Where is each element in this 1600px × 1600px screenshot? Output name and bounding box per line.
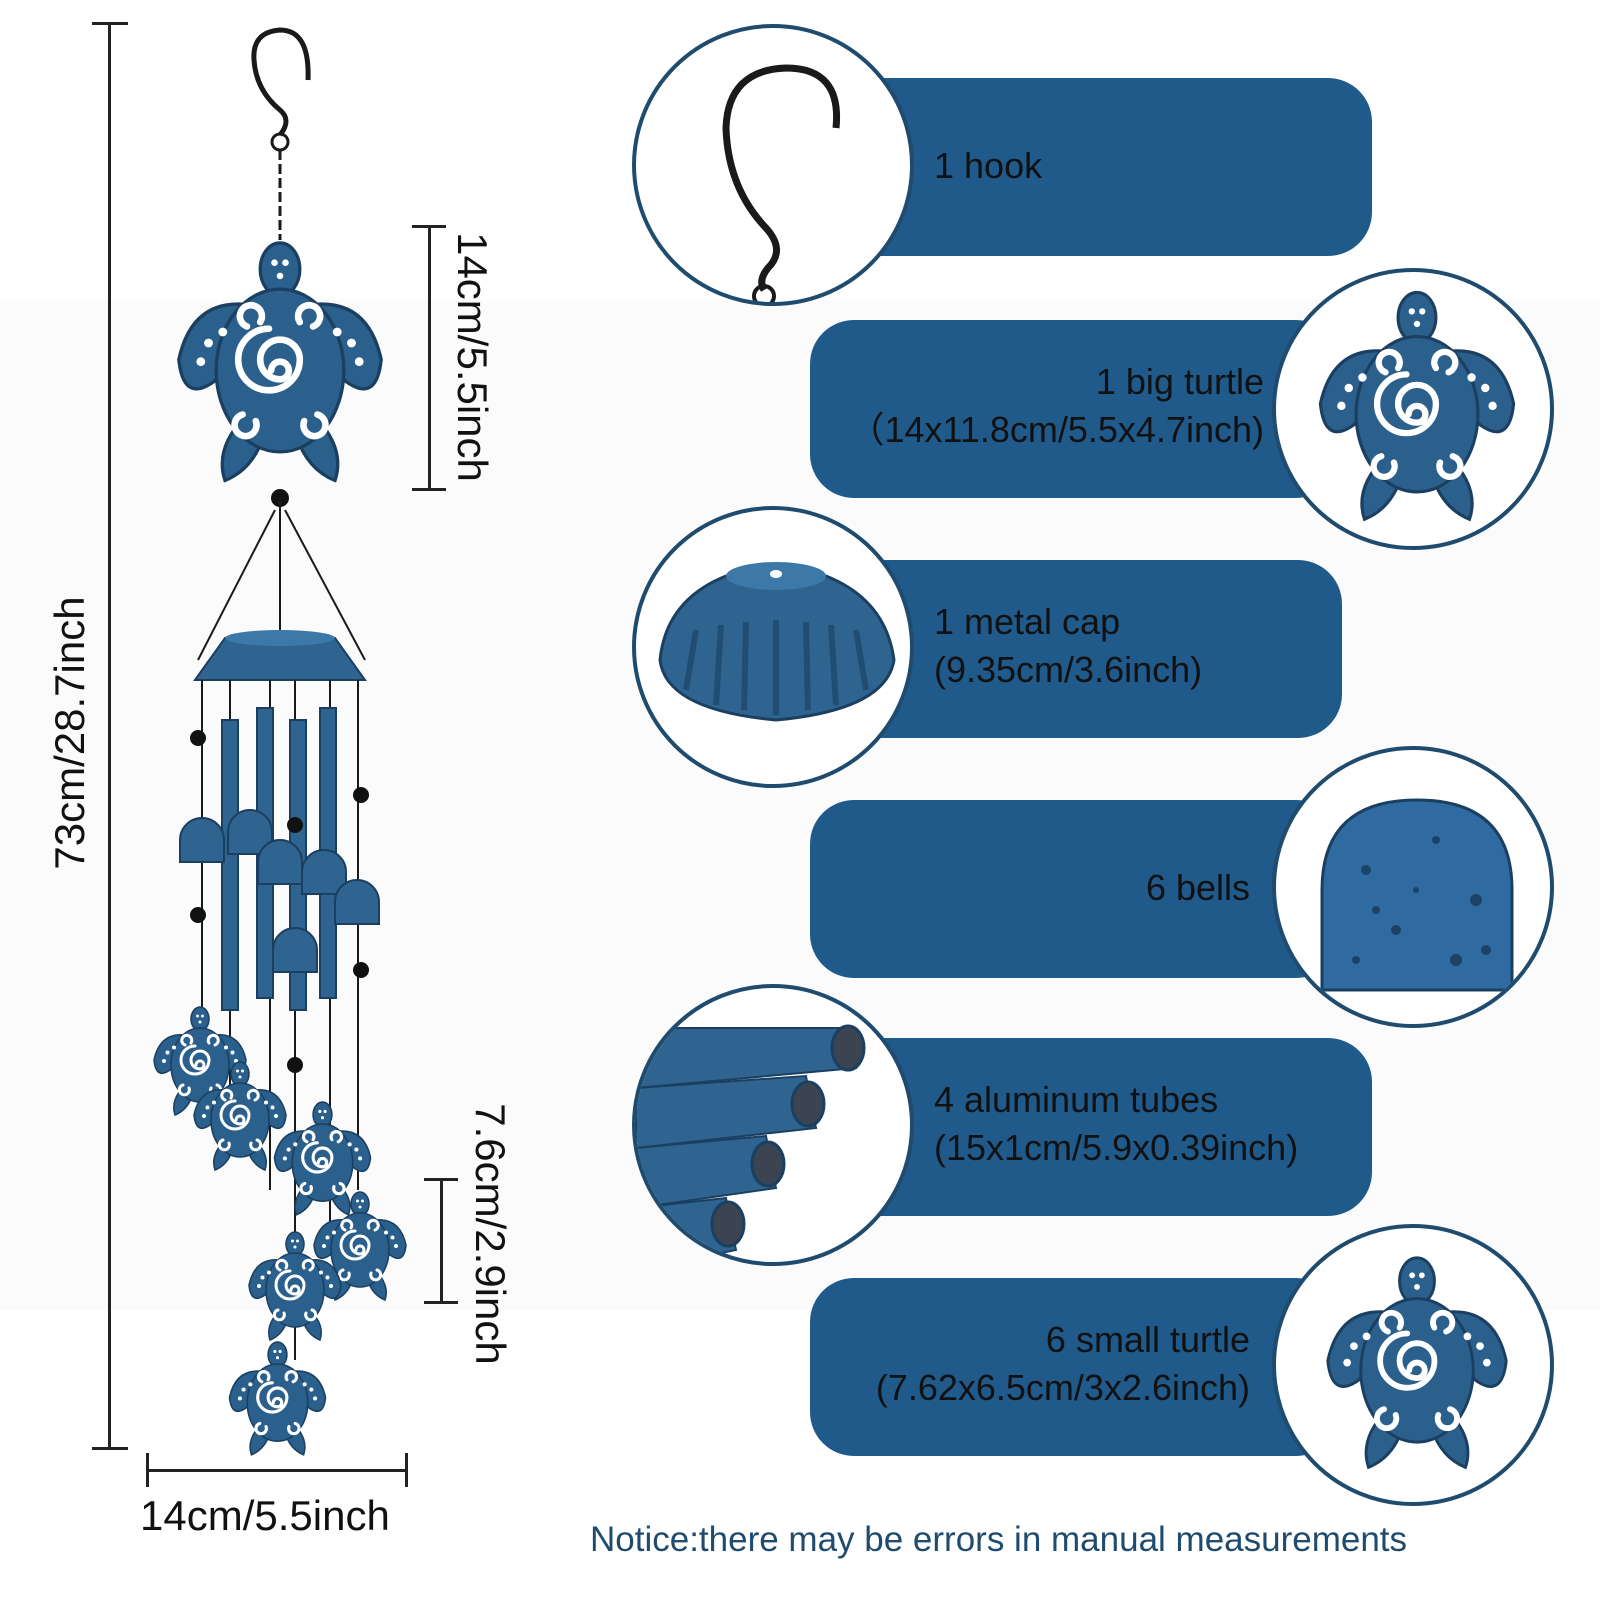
total-height-label: 73cm/28.7inch <box>46 596 93 870</box>
component-image-tubes <box>632 984 914 1266</box>
component-image-big-turtle <box>1272 268 1554 550</box>
component-line1: 1 metal cap <box>934 601 1121 642</box>
width-dim-cap-left <box>146 1453 149 1487</box>
component-image-bells <box>1272 746 1554 1028</box>
component-bar-small-turtle: 6 small turtle (7.62x6.5cm/3x2.6inch) <box>810 1278 1340 1456</box>
component-line2: （14x11.8cm/5.5x4.7inch) <box>848 409 1264 450</box>
component-image-metal-cap <box>632 506 914 788</box>
component-line2: (15x1cm/5.9x0.39inch) <box>934 1127 1299 1168</box>
component-line1: 4 aluminum tubes <box>934 1079 1219 1120</box>
width-dim-line <box>146 1469 408 1472</box>
big-turtle-dim-cap-bottom <box>412 488 446 491</box>
small-turtle-dim-line <box>440 1178 443 1304</box>
component-line1: 1 big turtle <box>1095 361 1264 402</box>
component-line2: (7.62x6.5cm/3x2.6inch) <box>875 1367 1250 1408</box>
hook-icon <box>722 64 841 302</box>
big-turtle-dim-cap-top <box>412 225 446 228</box>
height-dim-cap-top <box>92 22 128 25</box>
height-dim-line <box>108 22 111 1450</box>
bell-icon <box>1320 798 1514 992</box>
component-line1: 1 hook <box>934 145 1043 186</box>
notice-text: Notice:there may be errors in manual mea… <box>590 1520 1408 1559</box>
component-bar-big-turtle: 1 big turtle （14x11.8cm/5.5x4.7inch) <box>810 320 1340 498</box>
component-bar-bells: 6 bells <box>810 800 1340 978</box>
width-dim-cap-right <box>405 1453 408 1487</box>
component-line1: 6 small turtle <box>1045 1319 1250 1360</box>
wind-chime-illustration <box>152 27 408 1457</box>
small-turtle-dim-cap-top <box>424 1178 458 1181</box>
height-dim-cap-bottom <box>92 1447 128 1450</box>
component-image-small-turtle <box>1272 1224 1554 1506</box>
small-turtle-dim-cap-bottom <box>424 1301 458 1304</box>
component-line2: (9.35cm/3.6inch) <box>934 649 1203 690</box>
big-turtle-height-label: 14cm/5.5inch <box>449 232 496 482</box>
width-label: 14cm/5.5inch <box>140 1492 390 1539</box>
big-turtle-dim-line <box>428 225 431 491</box>
component-image-hook <box>632 24 914 306</box>
small-turtle-height-label: 7.6cm/2.9inch <box>467 1103 514 1365</box>
component-line1: 6 bells <box>1145 867 1250 908</box>
turtle-icon <box>1276 272 1554 550</box>
metal-cap-icon <box>658 562 896 722</box>
tubes-icon <box>636 1024 866 1262</box>
turtle-icon <box>1276 1228 1554 1506</box>
